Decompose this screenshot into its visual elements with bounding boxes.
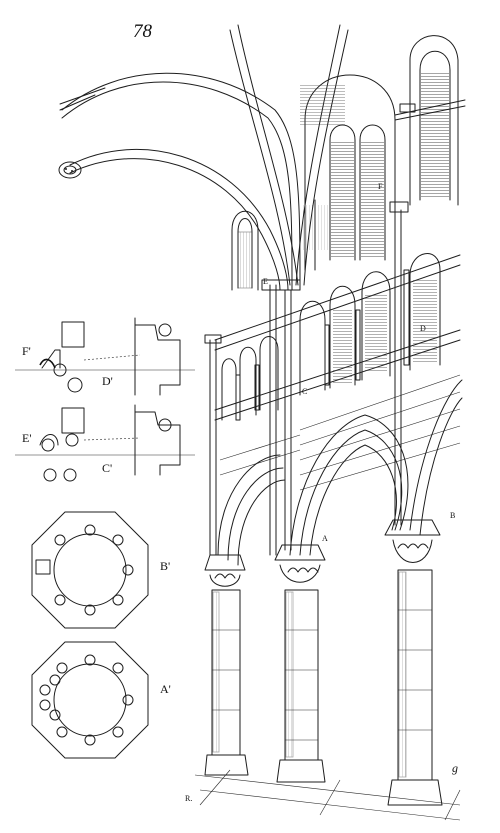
triforium-arcade	[214, 253, 461, 421]
masonry-courses	[219, 374, 461, 491]
label-a-prime: A'	[160, 682, 171, 696]
capital-foliage	[214, 543, 429, 579]
label-f: F	[378, 182, 383, 191]
label-f-prime: F'	[22, 344, 31, 358]
label-d: D	[420, 324, 426, 333]
clerestory-windows	[231, 35, 466, 291]
label-c: C	[302, 387, 308, 396]
label-a: A	[322, 534, 328, 543]
engraver-mark: R.	[185, 794, 193, 803]
column-a	[274, 544, 326, 783]
column-b	[384, 519, 443, 806]
page-number: 78	[133, 21, 152, 42]
plan-b	[31, 511, 149, 629]
label-b-prime: B'	[160, 559, 171, 573]
label-e-prime: E'	[22, 431, 32, 445]
label-b: B	[450, 511, 456, 520]
vaulting-shafts	[204, 103, 416, 556]
label-d-prime: D'	[102, 374, 113, 388]
corbel-boss	[58, 161, 82, 179]
section-e	[15, 404, 195, 482]
label-e: E	[263, 277, 268, 286]
column-left	[204, 554, 249, 776]
signature-mark: g	[452, 761, 458, 775]
vault-ribs	[59, 24, 349, 291]
label-c-prime: C'	[102, 461, 113, 475]
section-f	[15, 317, 195, 396]
plan-a	[31, 641, 149, 759]
floor	[194, 769, 461, 821]
